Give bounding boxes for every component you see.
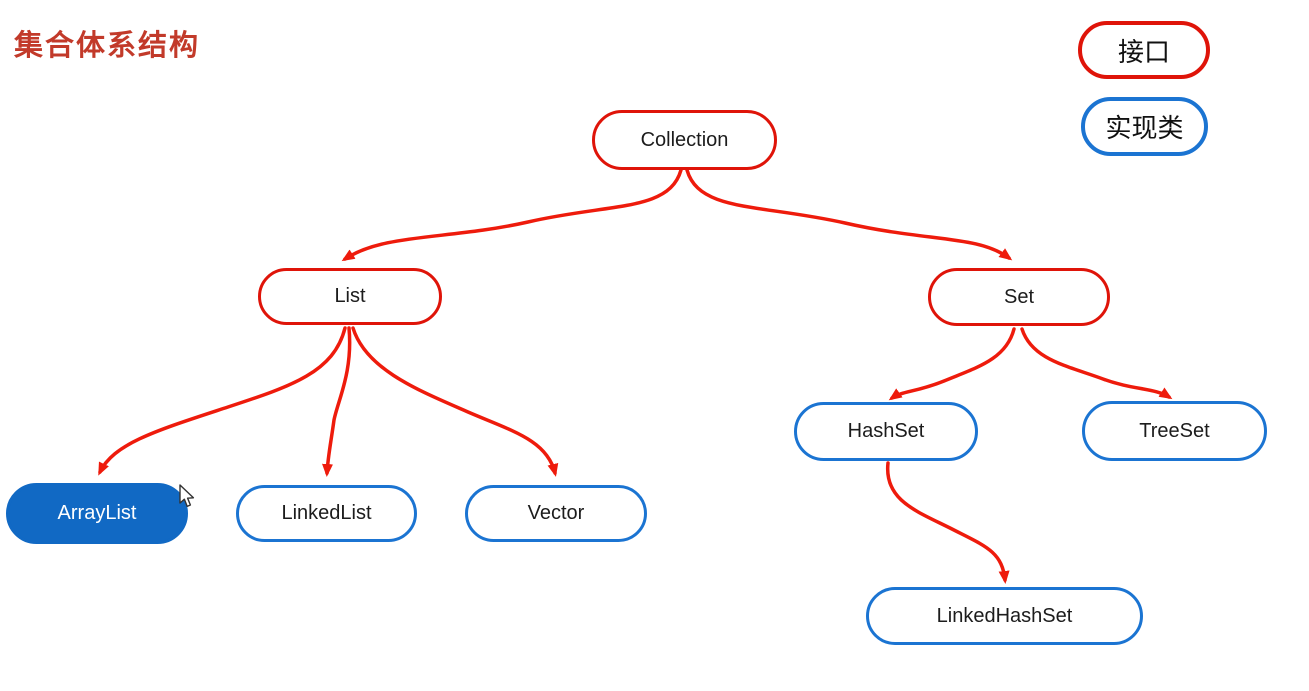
legend-implementation-label: 实现类 <box>1105 113 1184 143</box>
edge-list-to-linkedlist <box>322 326 352 477</box>
edge-list-to-arraylist <box>98 326 347 476</box>
edge-collection-to-set <box>685 168 1013 261</box>
legend-interface-pill: 接口 <box>1078 21 1210 79</box>
node-linkedhashset[interactable]: LinkedHashSet <box>866 587 1143 645</box>
page-title: 集合体系结构 <box>14 30 201 62</box>
node-treeset[interactable]: TreeSet <box>1082 401 1267 461</box>
node-arraylist[interactable]: ArrayList <box>6 483 188 544</box>
edge-hashset-to-linkedhashset <box>886 461 1010 584</box>
node-linkedlist[interactable]: LinkedList <box>236 485 417 542</box>
node-set[interactable]: Set <box>928 268 1110 326</box>
node-collection[interactable]: Collection <box>592 110 777 170</box>
node-vector[interactable]: Vector <box>465 485 647 542</box>
legend-implementation-pill: 实现类 <box>1081 97 1208 156</box>
edge-list-to-vector <box>351 326 559 477</box>
edge-collection-to-list <box>341 168 683 262</box>
edge-set-to-hashset <box>888 327 1016 401</box>
node-list[interactable]: List <box>258 268 442 325</box>
edge-set-to-treeset <box>1020 327 1173 400</box>
legend-interface-label: 接口 <box>1117 36 1170 67</box>
node-hashset[interactable]: HashSet <box>794 402 978 461</box>
